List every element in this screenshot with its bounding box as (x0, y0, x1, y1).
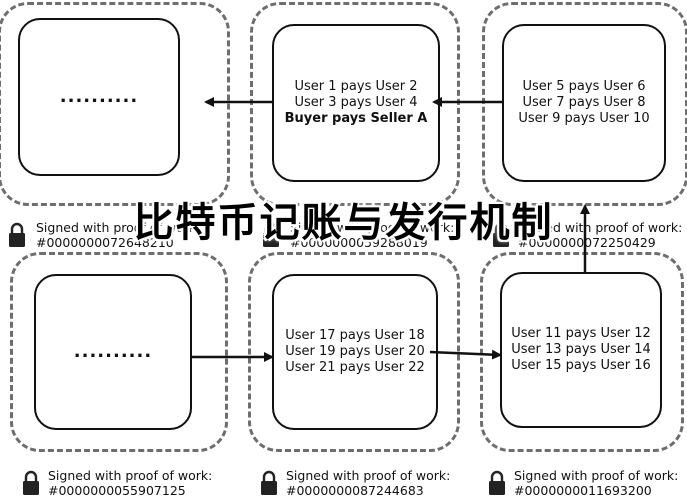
signature-hash: #0000000087244683 (286, 483, 424, 498)
signature-block-top-right: Signed with proof of work: #000000007225… (518, 220, 682, 250)
transaction-line: User 13 pays User 14 (511, 342, 651, 357)
lock-icon (489, 470, 505, 495)
block-bottom-right: User 11 pays User 12 User 13 pays User 1… (500, 272, 662, 428)
transaction-line: User 21 pays User 22 (285, 360, 425, 375)
block-top-left: .......... (18, 18, 180, 176)
transaction-line: User 11 pays User 12 (511, 326, 651, 341)
block-top-middle-frame (250, 2, 460, 206)
transaction-line: User 3 pays User 4 (294, 95, 418, 110)
transaction-line: User 5 pays User 6 (522, 79, 646, 94)
transaction-line: User 19 pays User 20 (285, 344, 425, 359)
signature-block-bottom-left: Signed with proof of work: #000000005590… (48, 468, 212, 498)
signed-label: Signed with proof of work: (514, 468, 679, 483)
signature-hash: #0000000072250429 (518, 235, 656, 250)
transaction-line: User 9 pays User 10 (518, 111, 650, 126)
block-top-left-frame (0, 2, 230, 206)
transaction-line: User 1 pays User 2 (294, 79, 418, 94)
block-bottom-left-frame (10, 252, 228, 452)
block-top-middle: User 1 pays User 2 User 3 pays User 4 Bu… (272, 24, 440, 182)
lock-icon (23, 470, 39, 495)
transaction-line: User 17 pays User 18 (285, 328, 425, 343)
signature-hash: #0000000059288019 (290, 235, 428, 250)
signed-label: Signed with proof of work: (518, 220, 683, 235)
lock-icon (261, 470, 277, 495)
signature-block-top-left: Signed with proof of work: #000000007264… (36, 220, 200, 250)
lock-icon (493, 222, 509, 247)
signed-label: Signed with proof of work: (290, 220, 455, 235)
overlay-title: 比特币记账与发行机制 (133, 199, 554, 247)
lock-icon (263, 222, 279, 247)
signature-hash: #0000000055907125 (48, 483, 186, 498)
lock-icon (9, 222, 25, 247)
signature-hash: #0000000011693200 (514, 483, 652, 498)
arrow-bottom-middle-to-bottom-right (429, 349, 502, 360)
block-bottom-right-frame (480, 252, 684, 452)
ellipsis: .......... (73, 341, 153, 362)
signed-label: Signed with proof of work: (48, 468, 213, 483)
signature-block-bottom-right: Signed with proof of work: #000000001169… (514, 468, 678, 498)
signed-label: Signed with proof of work: (36, 220, 201, 235)
transaction-line: User 7 pays User 8 (522, 95, 646, 110)
signature-block-top-middle: Signed with proof of work: #000000005928… (290, 220, 454, 250)
transaction-line-highlight: Buyer pays Seller A (284, 111, 428, 126)
signed-label: Signed with proof of work: (286, 468, 451, 483)
signature-hash: #0000000072648210 (36, 235, 174, 250)
transaction-line: User 15 pays User 16 (511, 358, 651, 373)
ellipsis: .......... (59, 86, 139, 107)
block-top-right: User 5 pays User 6 User 7 pays User 8 Us… (502, 24, 666, 182)
block-bottom-left: .......... (34, 274, 192, 430)
signature-block-bottom-middle: Signed with proof of work: #000000008724… (286, 468, 450, 498)
